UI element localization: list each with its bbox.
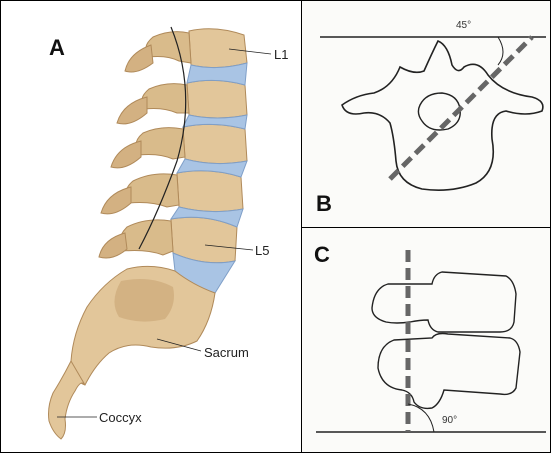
figure-border bbox=[0, 0, 551, 453]
figure: A L1 L5 Sacrum Coccyx 45° B C 90° bbox=[0, 0, 551, 453]
